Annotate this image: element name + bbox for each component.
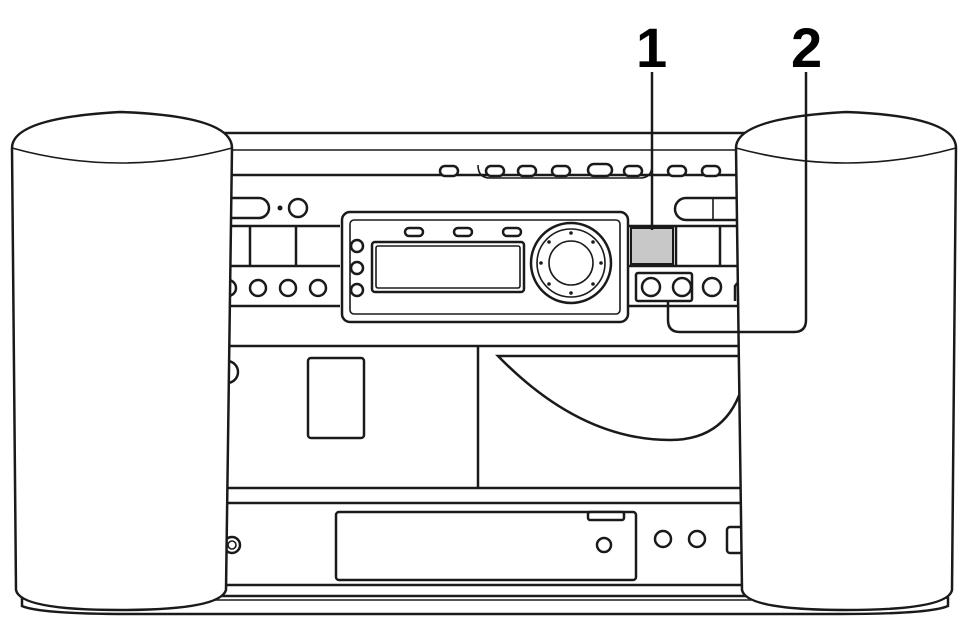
callout-leaders [650, 72, 808, 334]
gray-rectangular-button [630, 227, 674, 265]
left-speaker [10, 110, 234, 612]
top-button-row [438, 162, 722, 179]
right-control-panel [628, 224, 762, 308]
jog-dial [529, 221, 613, 305]
right-speaker [734, 110, 958, 612]
callout-number-2: 2 [791, 16, 823, 79]
callout-number-1: 1 [636, 16, 668, 79]
pair-of-round-buttons [640, 276, 662, 298]
callout-2-leader [666, 72, 808, 334]
bottom-deck [205, 501, 762, 582]
